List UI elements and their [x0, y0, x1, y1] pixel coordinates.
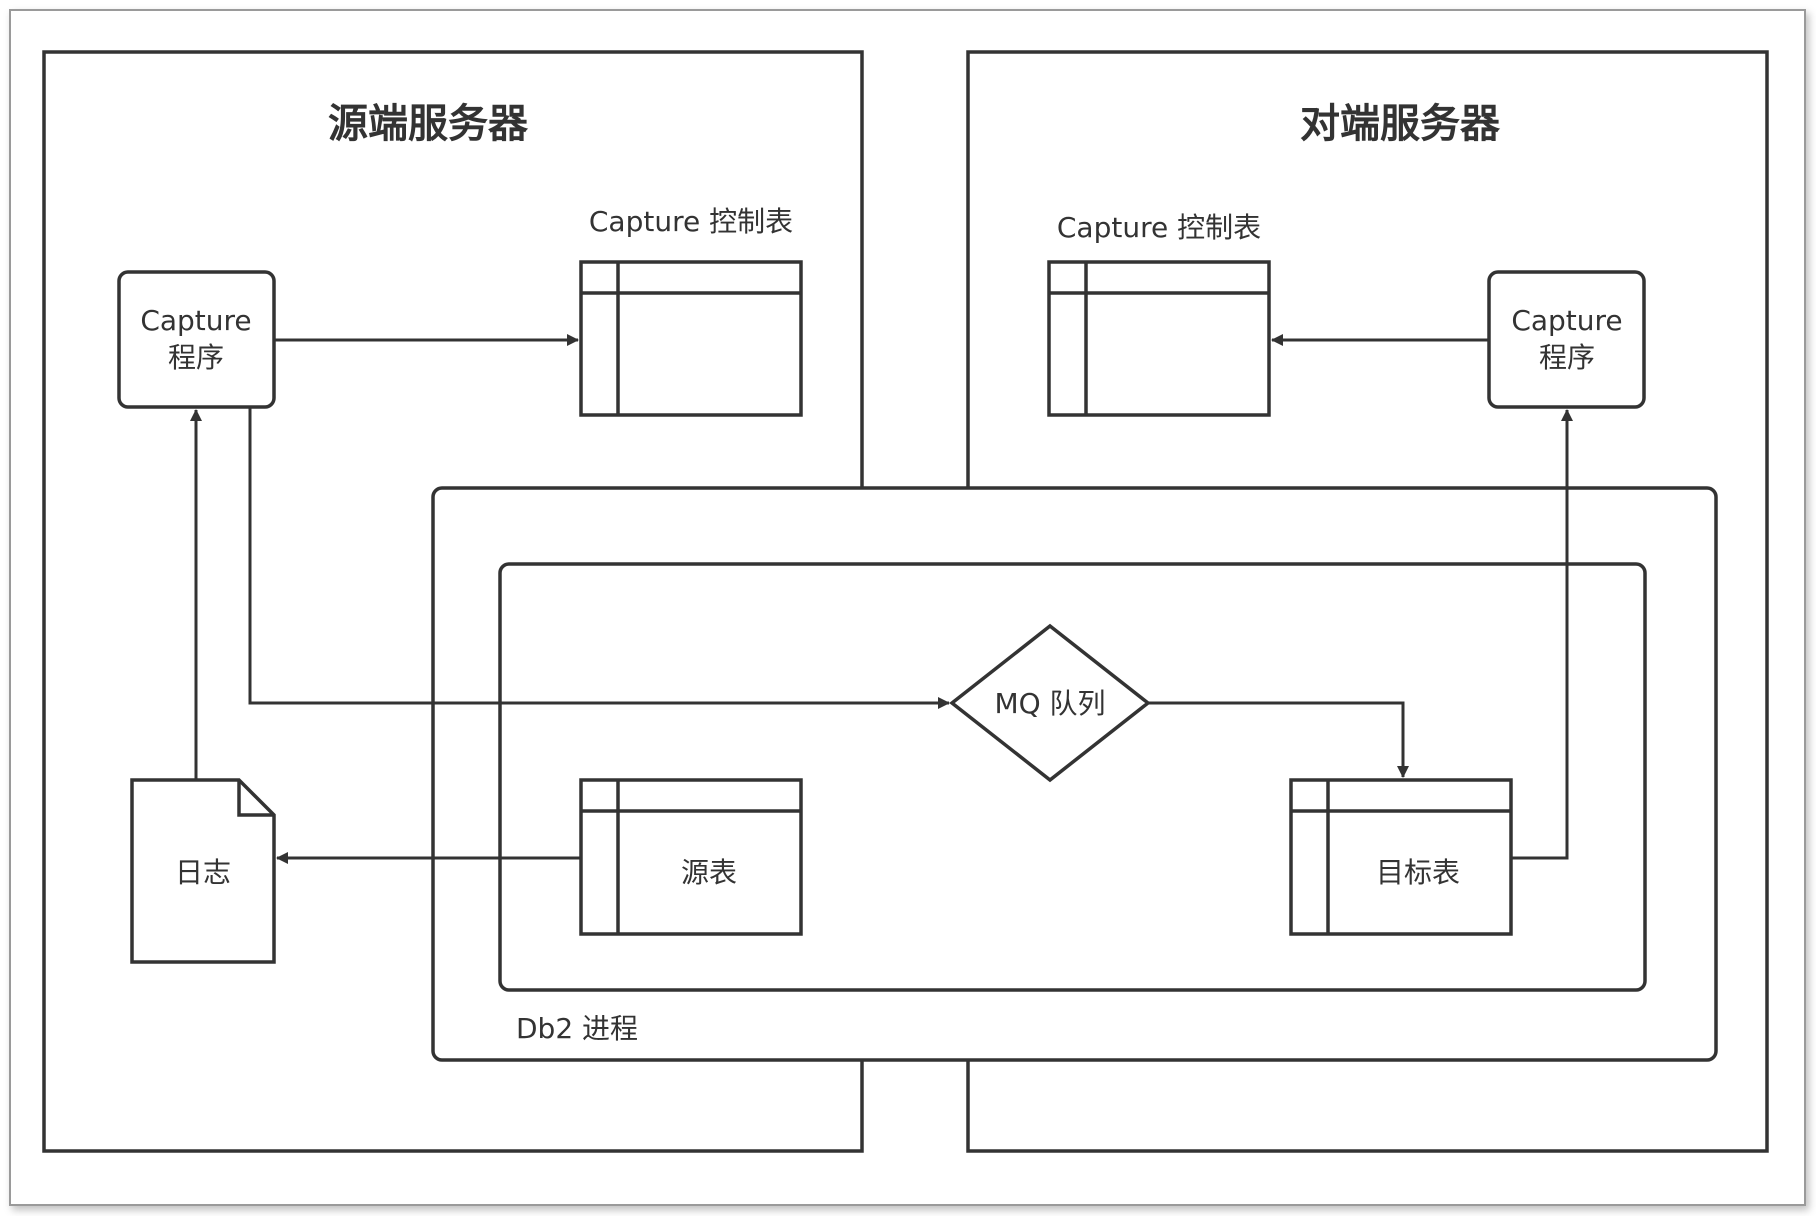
source-table-label: 源表 [681, 856, 737, 889]
source-table: 源表 [579, 778, 803, 936]
mq-queue-label: MQ 队列 [994, 687, 1105, 720]
source-server-title: 源端服务器 [328, 101, 529, 147]
log-document: 日志 [130, 778, 276, 964]
source-capture-program: Capture 程序 [117, 270, 276, 409]
source-control-table: Capture 控制表 [579, 205, 803, 417]
arrow-target-table-to-target-capture [1511, 409, 1573, 860]
target-table-label: 目标表 [1376, 856, 1460, 889]
target-control-table: Capture 控制表 [1047, 211, 1271, 417]
db2-process-label: Db2 进程 [516, 1012, 638, 1045]
arrow-mq-to-target-table [1148, 701, 1409, 778]
target-table: 目标表 [1289, 778, 1513, 936]
log-document-label: 日志 [175, 856, 231, 889]
target-capture-program: Capture 程序 [1487, 270, 1646, 409]
target-server-title: 对端服务器 [1300, 101, 1501, 147]
target-capture-program-line1: Capture [1511, 304, 1622, 337]
arrow-source-capture-to-mq [248, 407, 950, 709]
target-capture-program-line2: 程序 [1539, 341, 1595, 374]
source-capture-program-line1: Capture [140, 304, 251, 337]
log-document-icon [130, 778, 276, 964]
source-control-table-label: Capture 控制表 [589, 205, 793, 238]
source-capture-program-line2: 程序 [168, 341, 224, 374]
mq-queue: MQ 队列 [949, 623, 1151, 783]
target-control-table-label: Capture 控制表 [1057, 211, 1261, 244]
